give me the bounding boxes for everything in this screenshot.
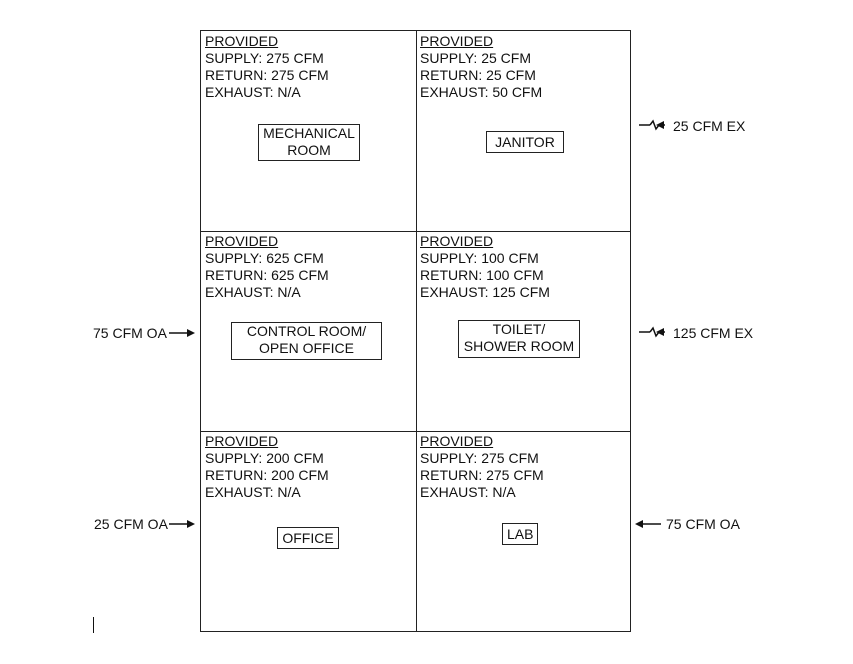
lab-oa-label: 75 CFM OA	[666, 516, 740, 532]
room-supply: SUPPLY: 625 CFM	[205, 250, 324, 266]
room-exhaust: EXHAUST: N/A	[205, 484, 301, 500]
room-supply: SUPPLY: 275 CFM	[420, 450, 539, 466]
room-label-line1: CONTROL ROOM/	[246, 323, 367, 339]
toilet-exhaust-label: 125 CFM EX	[673, 325, 754, 341]
exhaust-arrow-icon	[639, 119, 665, 131]
room-mechanical: PROVIDED SUPPLY: 275 CFM RETURN: 275 CFM…	[201, 31, 416, 231]
outside-air-arrow-icon	[169, 329, 195, 337]
room-label-tag: CONTROL ROOM/ OPEN OFFICE	[231, 322, 382, 360]
room-label-line1: LAB	[507, 526, 534, 542]
room-label-tag: TOILET/ SHOWER ROOM	[458, 320, 580, 358]
room-toilet: PROVIDED SUPPLY: 100 CFM RETURN: 100 CFM…	[416, 231, 631, 431]
room-return: RETURN: 200 CFM	[205, 467, 329, 483]
room-label-line2: SHOWER ROOM	[463, 338, 575, 354]
control-room-oa-label: 75 CFM OA	[93, 325, 167, 341]
room-supply: SUPPLY: 25 CFM	[420, 50, 532, 66]
room-exhaust: EXHAUST: N/A	[205, 284, 301, 300]
grid-divider-horizontal-2	[201, 431, 630, 432]
outside-air-arrow-icon	[169, 520, 195, 528]
exhaust-arrow-icon	[639, 326, 665, 338]
floor-plan-grid: PROVIDED SUPPLY: 275 CFM RETURN: 275 CFM…	[200, 30, 631, 632]
room-return: RETURN: 25 CFM	[420, 67, 536, 83]
room-return: RETURN: 625 CFM	[205, 267, 329, 283]
room-heading: PROVIDED	[420, 233, 494, 249]
grid-divider-horizontal-1	[201, 231, 630, 232]
room-heading: PROVIDED	[420, 33, 494, 49]
room-supply: SUPPLY: 275 CFM	[205, 50, 324, 66]
office-oa-label: 25 CFM OA	[94, 516, 168, 532]
room-label-line2: ROOM	[287, 142, 331, 158]
janitor-exhaust-label: 25 CFM EX	[673, 118, 746, 134]
room-office: PROVIDED SUPPLY: 200 CFM RETURN: 200 CFM…	[201, 431, 416, 631]
room-label-tag: JANITOR	[486, 131, 564, 153]
room-exhaust: EXHAUST: N/A	[205, 84, 301, 100]
outside-air-arrow-icon	[635, 520, 661, 528]
room-label-line2: OPEN OFFICE	[259, 340, 354, 356]
room-supply: SUPPLY: 200 CFM	[205, 450, 324, 466]
room-return: RETURN: 275 CFM	[205, 67, 329, 83]
room-exhaust: EXHAUST: 125 CFM	[420, 284, 550, 300]
room-heading: PROVIDED	[205, 433, 279, 449]
text-cursor	[93, 617, 94, 633]
room-control-room: PROVIDED SUPPLY: 625 CFM RETURN: 625 CFM…	[201, 231, 416, 431]
room-exhaust: EXHAUST: N/A	[420, 484, 516, 500]
room-exhaust: EXHAUST: 50 CFM	[420, 84, 543, 100]
room-heading: PROVIDED	[205, 33, 279, 49]
room-label-line1: MECHANICAL	[263, 125, 355, 141]
room-label-tag: LAB	[502, 523, 538, 545]
room-label-line1: JANITOR	[495, 134, 555, 150]
room-label-line1: OFFICE	[282, 530, 334, 546]
room-return: RETURN: 100 CFM	[420, 267, 544, 283]
grid-divider-vertical	[416, 31, 417, 631]
room-label-tag: MECHANICAL ROOM	[258, 124, 360, 161]
room-label-tag: OFFICE	[277, 527, 339, 549]
room-supply: SUPPLY: 100 CFM	[420, 250, 539, 266]
room-lab: PROVIDED SUPPLY: 275 CFM RETURN: 275 CFM…	[416, 431, 631, 631]
room-return: RETURN: 275 CFM	[420, 467, 544, 483]
room-label-line1: TOILET/	[492, 321, 546, 337]
room-janitor: PROVIDED SUPPLY: 25 CFM RETURN: 25 CFM E…	[416, 31, 631, 231]
room-heading: PROVIDED	[205, 233, 279, 249]
room-heading: PROVIDED	[420, 433, 494, 449]
